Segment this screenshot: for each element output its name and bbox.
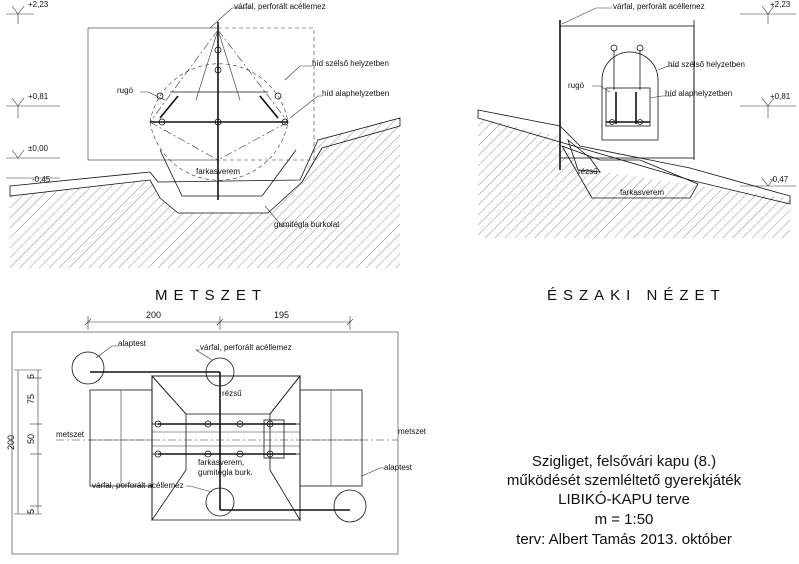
north-pit bbox=[561, 145, 699, 199]
section-label-rubber: gumitégla burkolat bbox=[274, 220, 340, 229]
north-label-slope: rézsű bbox=[578, 167, 598, 176]
north-label-bridge-base: híd alaphelyzetben bbox=[665, 89, 732, 98]
section-view: várfal, perforált acéllemez híd szélső h… bbox=[6, 0, 401, 304]
plan-dim-right: 195 bbox=[274, 310, 289, 320]
north-label-wall: várfal, perforált acéllemez bbox=[613, 2, 705, 11]
section-level-zero: ±0,00 bbox=[6, 144, 60, 159]
section-label-spring: rugó bbox=[117, 86, 134, 95]
plan-label-foundation-right: alaptest bbox=[384, 463, 413, 472]
north-earth bbox=[478, 118, 790, 238]
north-heading: ÉSZAKI NÉZET bbox=[547, 287, 726, 304]
plan-foundation-1 bbox=[71, 351, 105, 385]
section-label-bridge-end: híd szélső helyzetben bbox=[312, 59, 389, 68]
section-heading: METSZET bbox=[155, 287, 267, 304]
section-level-top: +2,23 bbox=[6, 0, 49, 24]
north-label-spring: rugó bbox=[568, 81, 585, 90]
title-line-5: terv: Albert Tamás 2013. október bbox=[516, 531, 732, 548]
plan-dim-v3: 50 bbox=[26, 434, 36, 444]
plan-dim-left-side: 5 75 50 5 200 bbox=[6, 369, 42, 515]
north-label-pit: farkasverem bbox=[620, 188, 664, 197]
north-view: várfal, perforált acéllemez híd szélső h… bbox=[477, 0, 796, 304]
svg-text:+2,23: +2,23 bbox=[770, 0, 791, 9]
plan-dim-v2: 75 bbox=[26, 394, 36, 404]
section-pit bbox=[159, 149, 297, 197]
svg-text:+0,81: +0,81 bbox=[770, 92, 791, 101]
plan-label-cut-left: metszet bbox=[56, 430, 85, 439]
plan-ground bbox=[11, 331, 399, 555]
plan-foundation-4 bbox=[333, 489, 367, 523]
section-earth bbox=[10, 118, 400, 268]
section-wall-panel-dashed bbox=[217, 27, 315, 161]
north-label-bridge-end: híd szélső helyzetben bbox=[668, 60, 745, 69]
plan-label-foundation-top: alaptest bbox=[118, 339, 147, 348]
section-spring-right bbox=[259, 95, 279, 119]
plan-dim-total: 200 bbox=[6, 435, 16, 450]
plan-dim-left: 200 bbox=[146, 310, 161, 320]
plan-dim-v4: 5 bbox=[26, 509, 36, 514]
section-level-low: -0,45 bbox=[6, 175, 60, 184]
plan-label-slope: rézsű bbox=[222, 389, 242, 398]
svg-text:-0,47: -0,47 bbox=[770, 175, 789, 184]
section-spring-left bbox=[159, 95, 179, 119]
section-surface-layer bbox=[9, 117, 401, 214]
north-level-mid: +0,81 bbox=[740, 92, 796, 118]
section-arc-lower bbox=[149, 121, 289, 181]
section-label-wall: várfal, perforált acéllemez bbox=[234, 2, 326, 11]
svg-text:+0,81: +0,81 bbox=[28, 92, 49, 101]
plan-label-cut-right: metszet bbox=[398, 427, 427, 436]
plan-view: 200 195 5 75 50 5 200 bbox=[6, 310, 427, 555]
section-label-bridge-base: híd alaphelyzetben bbox=[322, 89, 389, 98]
plan-dim-v1: 5 bbox=[26, 374, 36, 379]
section-arc-upper bbox=[149, 63, 289, 123]
north-level-low: -0,47 bbox=[740, 175, 796, 187]
plan-foundation-2 bbox=[205, 357, 235, 387]
plan-label-pit: farkasverem, bbox=[198, 458, 244, 467]
plan-bridge bbox=[151, 423, 301, 455]
north-level-top: +2,23 bbox=[740, 0, 796, 24]
section-wall-panel bbox=[87, 27, 219, 161]
north-gate-arch bbox=[601, 51, 659, 141]
title-line-2: működését szemléltető gyerekjáték bbox=[507, 472, 742, 489]
title-block: Szigliget, felsővári kapu (8.) működését… bbox=[507, 453, 742, 548]
plan-foundation-3 bbox=[205, 487, 235, 517]
title-line-4: m = 1:50 bbox=[595, 511, 654, 528]
svg-text:±0,00: ±0,00 bbox=[28, 144, 49, 153]
north-surface-layer bbox=[477, 109, 791, 205]
north-slope bbox=[567, 138, 601, 173]
title-line-1: Szigliget, felsővári kapu (8.) bbox=[532, 453, 716, 470]
svg-text:-0,45: -0,45 bbox=[32, 175, 51, 184]
section-label-pit: farkasverem bbox=[196, 167, 240, 176]
plan-label-wall-top: várfal, perforált acéllemez bbox=[200, 343, 292, 352]
svg-text:+2,23: +2,23 bbox=[28, 0, 49, 9]
plan-label-wall-bottom: várfal, perforált acéllemez bbox=[92, 481, 184, 490]
north-bridge bbox=[605, 87, 651, 127]
section-level-mid: +0,81 bbox=[6, 92, 60, 118]
plan-dim-top: 200 195 bbox=[84, 310, 354, 330]
title-line-3: LIBIKÓ-KAPU terve bbox=[558, 491, 690, 508]
plan-label-rubber: gumitégla burk. bbox=[198, 468, 253, 477]
